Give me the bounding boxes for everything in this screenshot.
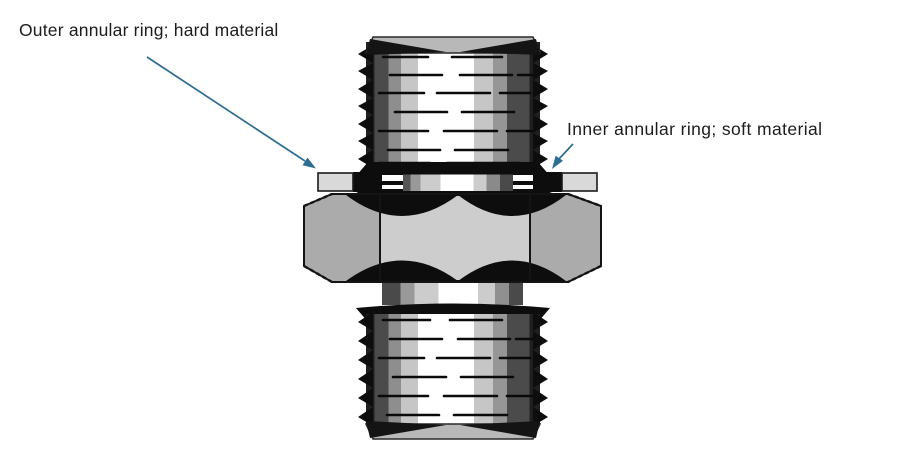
outer-ring-label: Outer annular ring; hard material bbox=[19, 20, 279, 40]
nut-bottom-chamfer-right bbox=[458, 260, 566, 281]
nut-top-chamfer-left bbox=[346, 195, 458, 216]
inner-annular-ring-left bbox=[353, 172, 383, 192]
hex-nut bbox=[303, 192, 602, 284]
top-chamfer-right bbox=[460, 39, 540, 55]
nut-bottom-chamfer-left bbox=[346, 260, 458, 281]
annular-ring-row bbox=[317, 172, 598, 196]
outer-ring-leader-line bbox=[146, 56, 306, 162]
inner-ring-grooves-left bbox=[382, 172, 403, 192]
inner-ring-leader-arrow bbox=[552, 143, 574, 169]
bottom-stud-body bbox=[366, 314, 540, 426]
top-stud-body bbox=[366, 42, 540, 166]
top-chamfer-left bbox=[366, 39, 446, 55]
bottom-chamfer-left bbox=[366, 421, 446, 438]
outer-ring-arrowhead-icon bbox=[302, 157, 316, 169]
bottom-stud-neck bbox=[382, 283, 523, 305]
inner-ring-arrowhead-icon bbox=[552, 155, 563, 169]
bottom-stud-thread-right bbox=[533, 312, 548, 426]
top-threaded-stud bbox=[356, 36, 550, 182]
top-stud-thread-left bbox=[358, 45, 373, 168]
nut-top-chamfer-right bbox=[458, 195, 566, 216]
outer-ring-leader-arrow bbox=[146, 56, 316, 169]
stud-collar bbox=[403, 173, 513, 191]
inner-ring-leader-line bbox=[557, 143, 574, 161]
bottom-stud-thread-left bbox=[358, 312, 373, 426]
bottom-chamfer-right bbox=[460, 421, 540, 438]
inner-annular-ring-right bbox=[532, 172, 562, 192]
bottom-threaded-stud bbox=[356, 283, 550, 440]
inner-ring-label: Inner annular ring; soft material bbox=[567, 119, 823, 139]
top-stud-thread-right bbox=[533, 45, 548, 168]
bottom-thread-crests bbox=[377, 318, 534, 417]
nut-corner-bevels bbox=[303, 192, 602, 284]
inner-ring-grooves-right bbox=[512, 172, 533, 192]
outer-annular-ring-left bbox=[317, 172, 354, 192]
outer-annular-ring-right bbox=[561, 172, 598, 192]
